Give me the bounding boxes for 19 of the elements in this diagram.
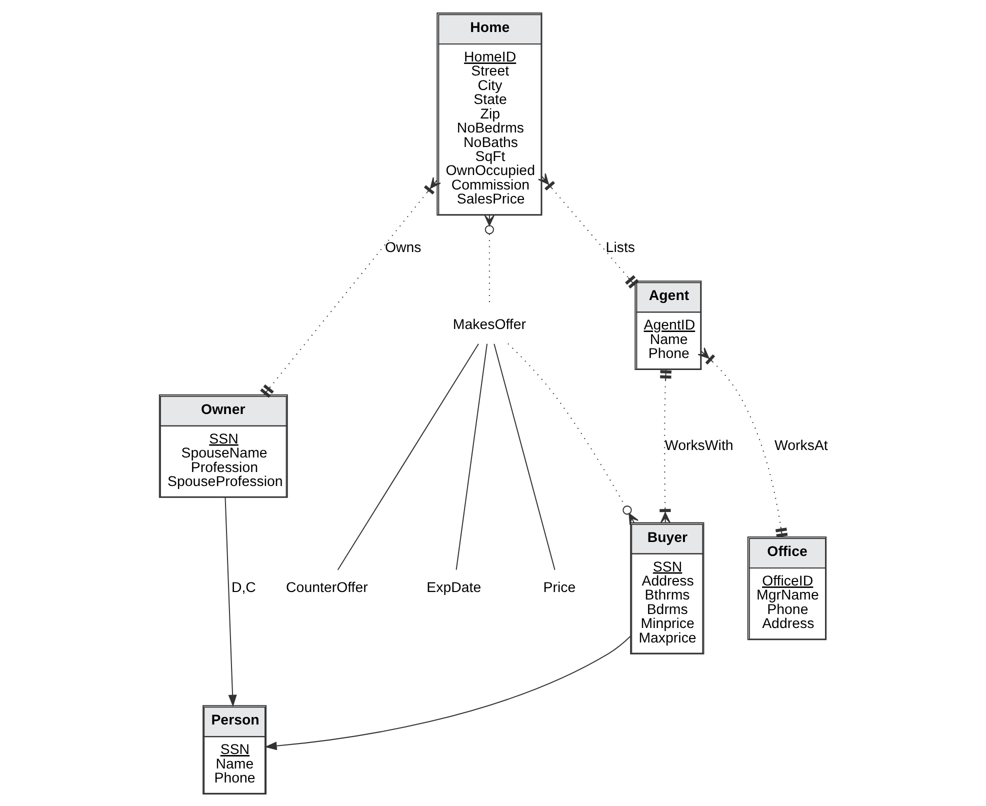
arrow [224, 497, 236, 706]
node-text: Price [542, 580, 576, 596]
edge-label: D,C [230, 580, 256, 596]
node-text: ExpDate [426, 580, 481, 596]
connector [336, 343, 478, 570]
node-text: MakesOffer [452, 316, 526, 333]
edge-label: WorksAt [774, 437, 828, 454]
connector [537, 172, 638, 288]
node-text: CounterOffer [286, 580, 368, 596]
edge-label: Owns [384, 239, 421, 256]
edge-label: Lists [605, 239, 635, 256]
edge-label: WorksWith [664, 437, 733, 454]
connector [493, 343, 555, 570]
connector [697, 346, 788, 537]
connector [455, 343, 488, 570]
arrow [264, 635, 630, 750]
connector [260, 176, 440, 398]
connector [659, 369, 671, 523]
connector [507, 342, 638, 525]
